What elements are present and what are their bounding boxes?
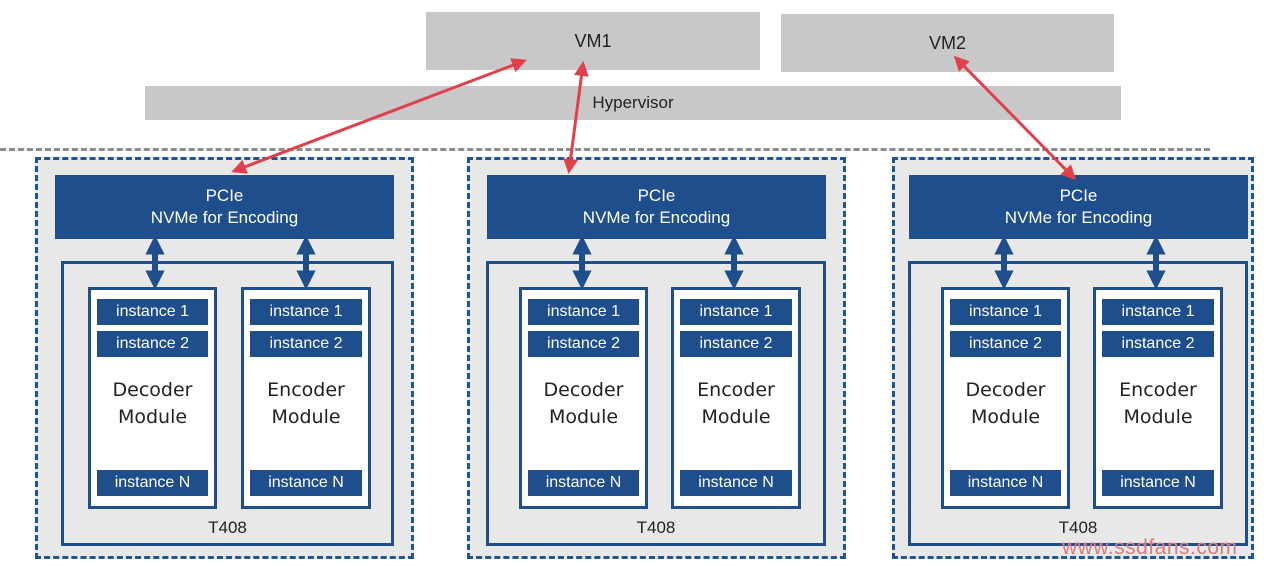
- encoder-instance-2: instance 2: [680, 331, 792, 357]
- vm1-to-card2-arrow: [563, 61, 589, 174]
- decoder-instance-1: instance 1: [97, 299, 208, 325]
- nvme-label: NVMe for Encoding: [150, 208, 299, 227]
- t408-chip-box: instance 1 instance 2 Decoder Module ins…: [486, 261, 826, 546]
- pcie-label: PCIe: [637, 186, 676, 205]
- encoder-instance-n: instance N: [680, 470, 792, 496]
- pcie-label: PCIe: [205, 186, 244, 205]
- encoder-module-label: Encoder Module: [697, 379, 775, 428]
- t408-chip-box: instance 1 instance 2 Decoder Module ins…: [908, 261, 1248, 546]
- encoder-instance-1: instance 1: [680, 299, 792, 325]
- t408-label: T408: [636, 518, 676, 537]
- encoder-instance-1: instance 1: [250, 299, 362, 325]
- decoder-module: instance 1 instance 2 Decoder Module ins…: [519, 287, 648, 509]
- encoder-instance-2: instance 2: [250, 331, 362, 357]
- encoder-instance-2: instance 2: [1102, 331, 1214, 357]
- pcie-nvme-block: PCIe NVMe for Encoding: [909, 175, 1248, 239]
- t408-label: T408: [1058, 518, 1098, 537]
- decoder-instance-2: instance 2: [950, 331, 1061, 357]
- pcie-nvme-block: PCIe NVMe for Encoding: [487, 175, 826, 239]
- nvme-label: NVMe for Encoding: [582, 208, 731, 227]
- vm1-to-card1-arrow: [231, 58, 527, 174]
- nvme-label: NVMe for Encoding: [1004, 208, 1153, 227]
- decoder-module-label: Decoder Module: [965, 379, 1046, 428]
- encoder-instance-n: instance N: [250, 470, 362, 496]
- decoder-module: instance 1 instance 2 Decoder Module ins…: [88, 287, 217, 509]
- encoder-module-label: Encoder Module: [1119, 379, 1197, 428]
- hypervisor-label: Hypervisor: [592, 93, 674, 112]
- t408-card-1: PCIe NVMe for Encoding instance 1 instan…: [35, 157, 414, 559]
- encoder-instance-1: instance 1: [1102, 299, 1214, 325]
- pcie-nvme-block: PCIe NVMe for Encoding: [55, 175, 394, 239]
- decoder-instance-2: instance 2: [528, 331, 639, 357]
- decoder-instance-n: instance N: [97, 470, 208, 496]
- decoder-module-label: Decoder Module: [543, 379, 624, 428]
- decoder-instance-1: instance 1: [950, 299, 1061, 325]
- encoder-module-label: Encoder Module: [267, 379, 345, 428]
- decoder-instance-2: instance 2: [97, 331, 208, 357]
- pcie-module-arrows: [145, 235, 1166, 290]
- t408-card-2: PCIe NVMe for Encoding instance 1 instan…: [467, 157, 846, 559]
- vm1-label: VM1: [574, 30, 612, 51]
- encoder-instance-n: instance N: [1102, 470, 1214, 496]
- encoder-module: instance 1 instance 2 Encoder Module ins…: [1093, 287, 1223, 509]
- decoder-module-label: Decoder Module: [112, 379, 193, 428]
- t408-chip-box: instance 1 instance 2 Decoder Module ins…: [61, 261, 394, 546]
- decoder-module: instance 1 instance 2 Decoder Module ins…: [941, 287, 1070, 509]
- encoder-module: instance 1 instance 2 Encoder Module ins…: [671, 287, 801, 509]
- watermark-text: www.ssdfans.com: [1062, 536, 1238, 559]
- t408-label: T408: [208, 518, 247, 537]
- vm2-label: VM2: [928, 32, 966, 53]
- decoder-instance-1: instance 1: [528, 299, 639, 325]
- encoder-module: instance 1 instance 2 Encoder Module ins…: [241, 287, 371, 509]
- host-device-separator: [0, 148, 1210, 151]
- decoder-instance-n: instance N: [950, 470, 1061, 496]
- pcie-label: PCIe: [1059, 186, 1098, 205]
- t408-card-3: PCIe NVMe for Encoding instance 1 instan…: [892, 157, 1254, 559]
- decoder-instance-n: instance N: [528, 470, 639, 496]
- vm2-to-card3-arrow: [953, 55, 1077, 181]
